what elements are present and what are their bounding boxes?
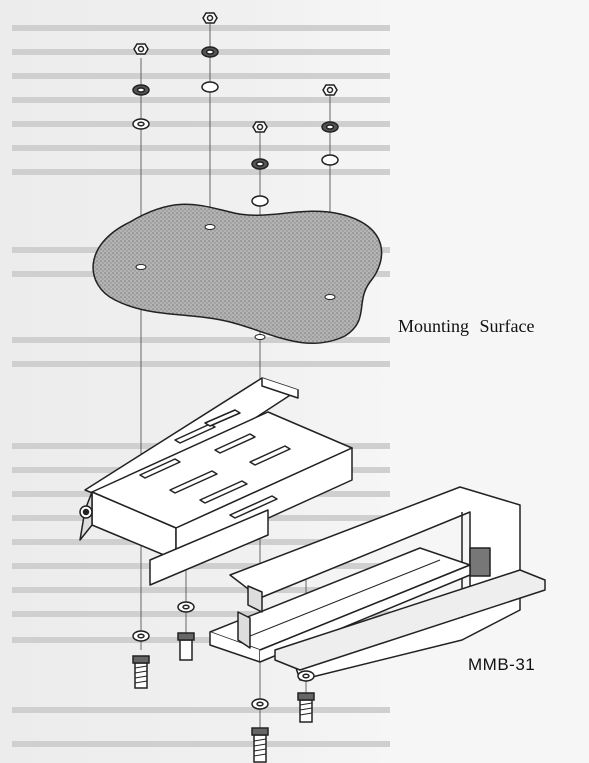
surface-holes xyxy=(135,224,336,340)
model-number-label: MMB-31 xyxy=(468,655,536,674)
mounting-surface-label: Mounting Surface xyxy=(398,316,535,336)
bracket-slots xyxy=(139,409,291,519)
lower-fasteners xyxy=(132,601,315,763)
hardware-stack-right xyxy=(321,84,339,166)
flat-washer-icon xyxy=(321,154,339,166)
hardware-stack-left xyxy=(132,43,150,130)
hardware-stack-middle xyxy=(251,121,269,207)
flat-washer-icon xyxy=(201,81,219,93)
flat-washer-icon xyxy=(251,195,269,207)
mounting-bracket xyxy=(79,377,546,681)
mounting-surface-shape xyxy=(92,203,383,344)
hardware-stack-center xyxy=(201,12,219,93)
screw-icon xyxy=(179,639,193,661)
